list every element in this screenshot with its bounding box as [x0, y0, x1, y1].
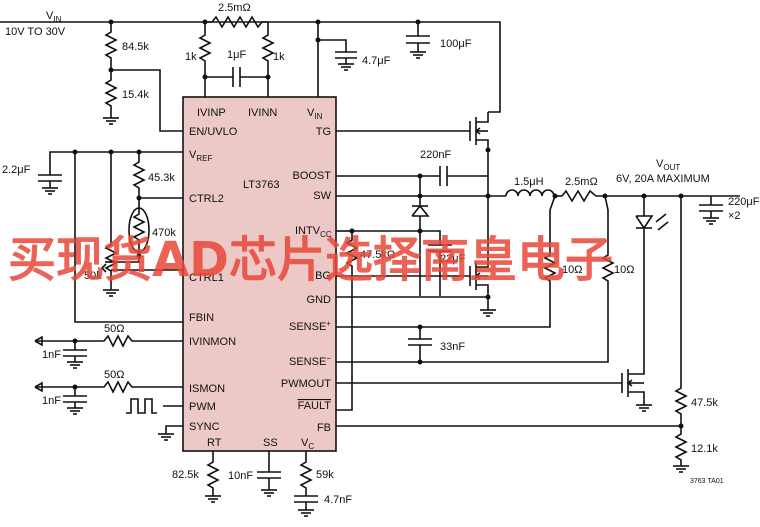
c-4u7-label: 4.7μF — [362, 55, 391, 67]
pin-ctrl1: CTRL1 — [189, 272, 224, 284]
input-bulk-cap: 100μF — [406, 22, 472, 59]
pin-boost: BOOST — [292, 170, 331, 182]
vout-spec: 6V, 20A MAXIMUM — [616, 173, 710, 185]
r-470k-label: 470k — [152, 227, 176, 239]
vin-range: 10V TO 30V — [5, 26, 66, 38]
r-15k4-label: 15.4k — [122, 89, 149, 101]
r-10-a-label: 10Ω — [562, 264, 582, 276]
pin-pwm: PWM — [189, 401, 216, 413]
pin-sw: SW — [313, 190, 331, 202]
ivinmon-output: 50Ω 1nF — [34, 323, 183, 369]
watermark: 买现货AD芯片选择南皇电子 — [8, 232, 613, 288]
r-84k5-label: 84.5k — [122, 41, 149, 53]
pin-ivinn: IVINN — [248, 107, 277, 119]
pot-50k-label: 50k — [84, 270, 102, 282]
c-22u-label: 22μF — [440, 253, 466, 265]
r-10-b-label: 10Ω — [614, 264, 634, 276]
vout-node: VOUT 6V, 20A MAXIMUM 220μF ×2 — [616, 158, 760, 225]
led-load — [635, 196, 669, 372]
ic-body — [182, 96, 337, 452]
r-50-b-label: 50Ω — [104, 369, 124, 381]
r-out-sense-label: 2.5mΩ — [565, 176, 598, 188]
pin-intvcc: INTVCC — [295, 225, 332, 239]
pin-gnd: GND — [307, 294, 332, 306]
pin-fbin: FBIN — [189, 312, 214, 324]
ic-part-number: LT3763 — [243, 179, 280, 191]
ivin-filter: 1k 1k 1μF — [185, 22, 285, 97]
c-1n-b-label: 1nF — [42, 395, 61, 407]
pin-sync: SYNC — [189, 421, 220, 433]
figure-id: 3763 TA01 — [690, 478, 724, 485]
c-10n-label: 10nF — [228, 470, 253, 482]
pin-bg: BG — [315, 270, 331, 282]
c-220n-label: 220nF — [420, 149, 451, 161]
r-47k5-fb-label: 47.5k — [691, 397, 718, 409]
r-50-a-label: 50Ω — [104, 323, 124, 335]
output-inductor: 1.5μH — [505, 176, 562, 199]
bottom-mosfet — [336, 196, 496, 317]
c-1u-label: 1μF — [227, 49, 246, 61]
pin-sense-minus: SENSE− — [289, 354, 331, 368]
fb-divider: 47.5k 12.1k — [336, 196, 718, 473]
top-mosfet — [336, 112, 491, 153]
r-82k5-label: 82.5k — [172, 469, 199, 481]
ismon-output: 50Ω 1nF — [34, 369, 183, 415]
c-220u-qty: ×2 — [728, 210, 741, 222]
pin-vref: VREF — [189, 149, 212, 163]
pin-pwmout: PWMOUT — [281, 378, 331, 390]
pin-ismon: ISMON — [189, 383, 225, 395]
sync-ground — [158, 425, 183, 441]
rt-resistor: 82.5k — [172, 451, 221, 503]
c-2u2-label: 2.2μF — [2, 164, 31, 176]
c-100u-label: 100μF — [440, 38, 472, 50]
pwm-mosfet — [336, 369, 652, 412]
pin-fault: FAULT — [298, 400, 332, 412]
vout-label: VOUT — [656, 158, 680, 172]
intvcc-network: 47.5kΩ 22μF — [336, 228, 466, 411]
ss-cap: 10nF — [228, 451, 281, 497]
c-4n7-label: 4.7nF — [324, 494, 352, 506]
r-47k5-intv-label: 47.5kΩ — [360, 249, 395, 261]
vin-label: VIN — [46, 10, 62, 24]
pin-ctrl2: CTRL2 — [189, 193, 224, 205]
r-12k1-label: 12.1k — [691, 443, 718, 455]
pin-sense-plus: SENSE+ — [289, 319, 331, 333]
pwm-input — [126, 398, 183, 414]
pin-tg: TG — [316, 126, 331, 138]
vref-network: 2.2μF 45.3k 470k 50k — [2, 149, 183, 323]
r-59k-label: 59k — [316, 469, 334, 481]
r-1k-right-label: 1k — [273, 51, 285, 63]
vin-input: VIN 10V TO 30V — [0, 10, 501, 113]
pin-ss: SS — [263, 437, 278, 449]
inductor-label: 1.5μH — [514, 176, 544, 188]
pin-ivinp: IVINP — [197, 107, 226, 119]
r-45k3-label: 45.3k — [148, 172, 175, 184]
vc-compensation: 59k 4.7nF — [294, 451, 352, 517]
input-sense-resistor: 2.5mΩ — [205, 2, 268, 29]
c-220u-label: 220μF — [728, 196, 760, 208]
pin-ivinmon: IVINMON — [189, 336, 236, 348]
pin-vin: VIN — [307, 107, 323, 121]
boost-cap: 220nF — [336, 149, 488, 186]
pin-vc: VC — [301, 437, 314, 451]
c-33n-label: 33nF — [440, 341, 465, 353]
vin-bypass: 4.7μF — [315, 22, 391, 97]
r-1k-left-label: 1k — [185, 51, 197, 63]
sense-filter: 10Ω 10Ω 33nF — [336, 195, 634, 365]
c-1n-a-label: 1nF — [42, 349, 61, 361]
pin-rt: RT — [207, 437, 222, 449]
uvlo-divider: 84.5k 15.4k — [103, 22, 183, 132]
pin-en-uvlo: EN/UVLO — [189, 126, 238, 138]
pin-fb: FB — [317, 422, 331, 434]
r-in-sense-label: 2.5mΩ — [218, 2, 251, 14]
